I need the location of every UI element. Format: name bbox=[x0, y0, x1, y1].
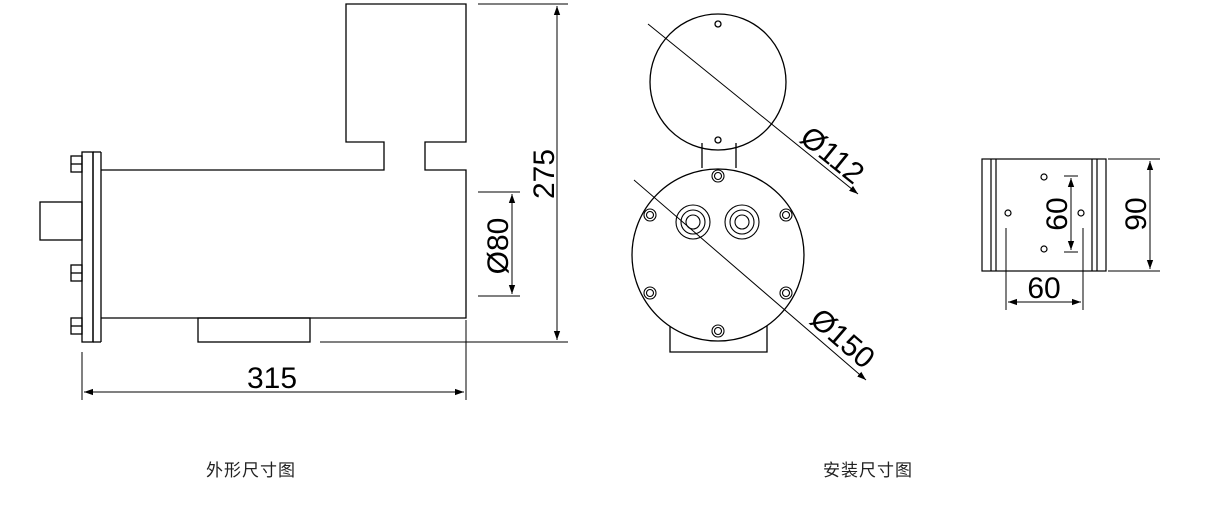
height-label: 275 bbox=[528, 149, 561, 199]
upper-hole-top bbox=[714, 20, 722, 28]
base-foot bbox=[197, 317, 311, 343]
flange-plate bbox=[81, 151, 94, 343]
bracket-view bbox=[981, 158, 1160, 310]
lower-diameter-label: Ø150 bbox=[804, 302, 881, 375]
upper-diameter-leader bbox=[647, 23, 859, 195]
upper-diameter-label: Ø112 bbox=[794, 120, 870, 190]
lower-circle bbox=[631, 168, 805, 342]
bracket-height-label: 90 bbox=[1120, 197, 1153, 230]
main-body bbox=[101, 3, 467, 319]
outline-caption: 外形尺寸图 bbox=[206, 461, 296, 481]
installation-view bbox=[631, 13, 867, 381]
neck bbox=[701, 143, 737, 168]
outline-view bbox=[39, 3, 568, 400]
upper-hole-bottom bbox=[714, 136, 722, 144]
bracket-plate bbox=[981, 158, 1107, 272]
lower-bolts bbox=[643, 169, 793, 338]
installation-caption: 安装尺寸图 bbox=[823, 461, 913, 481]
diameter-label: Ø80 bbox=[482, 218, 515, 275]
inlet-stub bbox=[39, 201, 83, 241]
hole-spacing-v-label: 60 bbox=[1041, 197, 1074, 230]
connectors bbox=[675, 204, 760, 240]
upper-circle bbox=[649, 13, 787, 151]
flange-bolts bbox=[70, 155, 83, 335]
lower-diameter-leader bbox=[633, 179, 867, 381]
hole-spacing-h-label: 60 bbox=[1027, 272, 1060, 305]
bottom-block bbox=[669, 318, 768, 353]
bracket-holes bbox=[1004, 173, 1085, 253]
length-label: 315 bbox=[247, 362, 297, 395]
